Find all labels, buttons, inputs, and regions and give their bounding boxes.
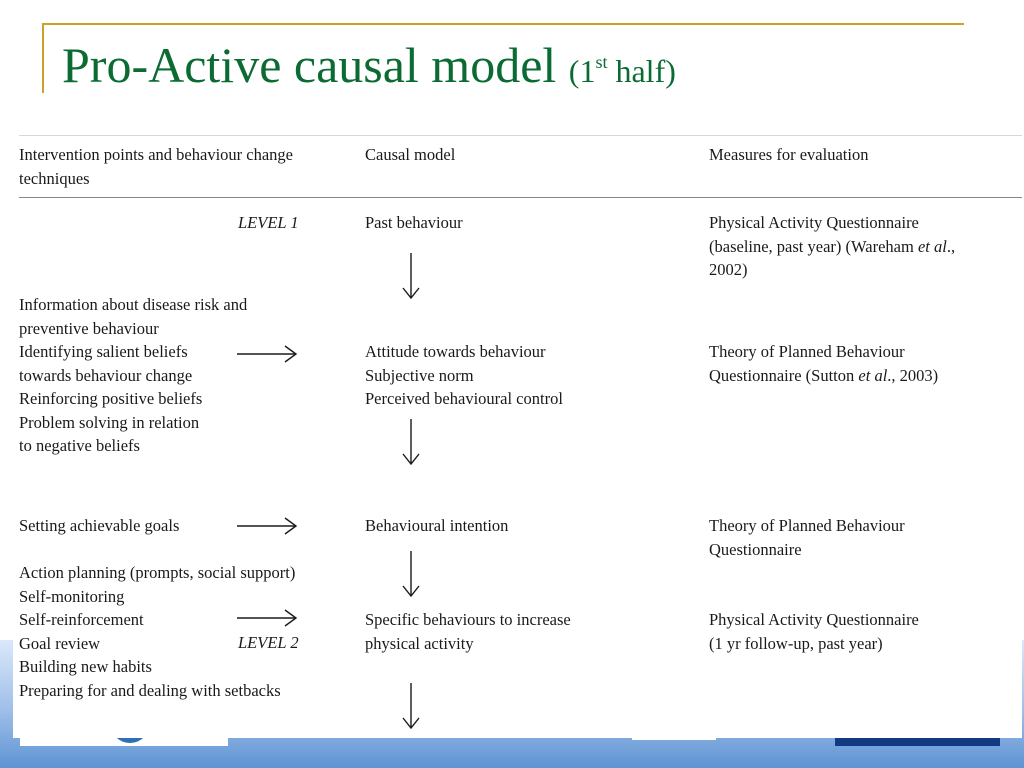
subtitle-close: half) <box>607 53 676 89</box>
intervention-item: Problem solving in relation <box>19 412 200 432</box>
right-arrow-icon <box>237 609 298 627</box>
subtitle-open: (1 <box>568 53 596 89</box>
right-arrow-icon <box>237 345 298 363</box>
interventions-group-3: Action planning (prompts, social support… <box>19 561 295 702</box>
level-2-label: LEVEL 2 <box>238 633 299 652</box>
intervention-item: Building new habits <box>19 657 152 676</box>
causal-specific-line1: Specific behaviours to increase <box>365 610 571 629</box>
intervention-setting-goals: Setting achievable goals <box>19 516 180 535</box>
title-frame-top-line <box>42 23 964 25</box>
intervention-item: Self-reinforcement <box>19 610 144 629</box>
right-arrow-icon <box>237 517 298 535</box>
measure-paq-followup-line2: (1 yr follow-up, past year) <box>709 633 883 653</box>
header-interventions-line1: Intervention points and behaviour change <box>19 145 293 164</box>
measure-tpb-sutton-etal: et al <box>858 365 888 385</box>
intervention-item: Self-monitoring <box>19 586 125 606</box>
interventions-group-1: Information about disease risk and preve… <box>19 293 247 458</box>
measure-tpb-sutton-post: ., 2003) <box>887 365 939 385</box>
causal-perceived-control: Perceived behavioural control <box>365 389 563 408</box>
slide-title: Pro-Active causal model (1st half) <box>62 38 676 93</box>
measure-tpb-line2: Questionnaire <box>709 539 802 559</box>
causal-tpb-constructs: Attitude towards behaviour Subjective no… <box>365 340 563 411</box>
causal-specific-behaviours: Specific behaviours to increase physical… <box>365 608 571 655</box>
causal-specific-line2: physical activity <box>365 633 474 653</box>
causal-past-behaviour: Past behaviour <box>365 213 463 232</box>
measure-paq-baseline-line3: 2002) <box>709 260 748 279</box>
level-1-label: LEVEL 1 <box>238 213 299 232</box>
table-top-rule <box>19 135 1022 136</box>
intervention-item: Identifying salient beliefs <box>19 342 188 361</box>
measure-paq-baseline-post: ., <box>946 236 956 256</box>
measure-paq-baseline-etal: et al <box>917 236 947 256</box>
measure-tpb: Theory of Planned Behaviour Questionnair… <box>709 514 905 561</box>
down-arrow-icon <box>402 551 420 598</box>
measure-tpb-sutton-line2: Questionnaire (Sutton et al., 2003) <box>709 364 938 388</box>
slide-title-subtitle: (1st half) <box>568 52 676 89</box>
subtitle-superscript: st <box>595 52 608 72</box>
title-frame-left-line <box>42 23 44 93</box>
header-measures: Measures for evaluation <box>709 145 869 164</box>
causal-subjective-norm: Subjective norm <box>365 365 474 385</box>
measure-paq-baseline-line2: (baseline, past year) (Wareham et al., <box>709 235 955 259</box>
down-arrow-icon <box>402 419 420 466</box>
measure-tpb-line1: Theory of Planned Behaviour <box>709 516 905 535</box>
measure-paq-followup-line1: Physical Activity Questionnaire <box>709 610 919 629</box>
measure-tpb-sutton-pre: Questionnaire (Sutton <box>709 365 859 385</box>
logo-arc-icon <box>110 718 150 743</box>
table-header-rule <box>19 197 1022 198</box>
intervention-item: Preparing for and dealing with setbacks <box>19 680 281 700</box>
causal-intention: Behavioural intention <box>365 516 509 535</box>
measure-paq-baseline-line1: Physical Activity Questionnaire <box>709 213 919 232</box>
intervention-item: Reinforcing positive beliefs <box>19 389 203 408</box>
intervention-item: towards behaviour change <box>19 365 193 385</box>
measure-paq-followup: Physical Activity Questionnaire (1 yr fo… <box>709 608 919 655</box>
header-causal-model: Causal model <box>365 145 456 164</box>
down-arrow-icon <box>402 683 420 730</box>
header-interventions: Intervention points and behaviour change… <box>19 143 293 190</box>
intervention-item: Action planning (prompts, social support… <box>19 563 296 582</box>
header-interventions-line2: techniques <box>19 168 90 188</box>
measure-paq-baseline-pre: (baseline, past year) (Wareham <box>709 236 918 256</box>
measure-tpb-sutton: Theory of Planned Behaviour Questionnair… <box>709 340 938 387</box>
intervention-item: preventive behaviour <box>19 318 159 338</box>
causal-model-figure: Intervention points and behaviour change… <box>13 133 1022 738</box>
intervention-item: Goal review <box>19 633 101 653</box>
measure-paq-baseline: Physical Activity Questionnaire (baselin… <box>709 211 955 282</box>
intervention-item: Information about disease risk and <box>19 295 248 314</box>
down-arrow-icon <box>402 253 420 300</box>
causal-attitude: Attitude towards behaviour <box>365 342 546 361</box>
slide-title-main: Pro-Active causal model <box>62 37 557 93</box>
intervention-item: to negative beliefs <box>19 436 140 455</box>
measure-tpb-sutton-line1: Theory of Planned Behaviour <box>709 342 905 361</box>
